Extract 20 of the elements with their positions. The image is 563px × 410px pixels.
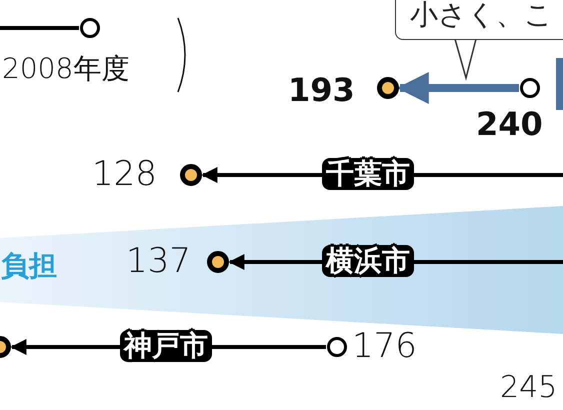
arrow — [396, 72, 519, 104]
text-label: 負担 — [1, 252, 57, 280]
open-marker — [327, 337, 347, 357]
value-label: 137 — [126, 244, 191, 278]
value-label: 193 — [288, 74, 355, 106]
filled-marker — [180, 164, 202, 186]
filled-marker — [377, 77, 399, 99]
arrow — [228, 254, 563, 270]
text-label: 245 — [500, 373, 558, 403]
open-marker — [80, 18, 100, 38]
value-label: 240 — [476, 108, 543, 140]
connector-line — [0, 26, 79, 30]
edge-label: 横浜市 — [322, 245, 414, 277]
edge-label: 神戸市 — [120, 330, 212, 362]
value-label: 2008年度 — [2, 55, 130, 83]
value-label: 128 — [92, 157, 157, 191]
bubble-text: 小さく、こ — [410, 0, 553, 31]
edge-label: 千葉市 — [322, 158, 414, 190]
value-label: 176 — [352, 329, 417, 363]
open-marker — [520, 78, 540, 98]
